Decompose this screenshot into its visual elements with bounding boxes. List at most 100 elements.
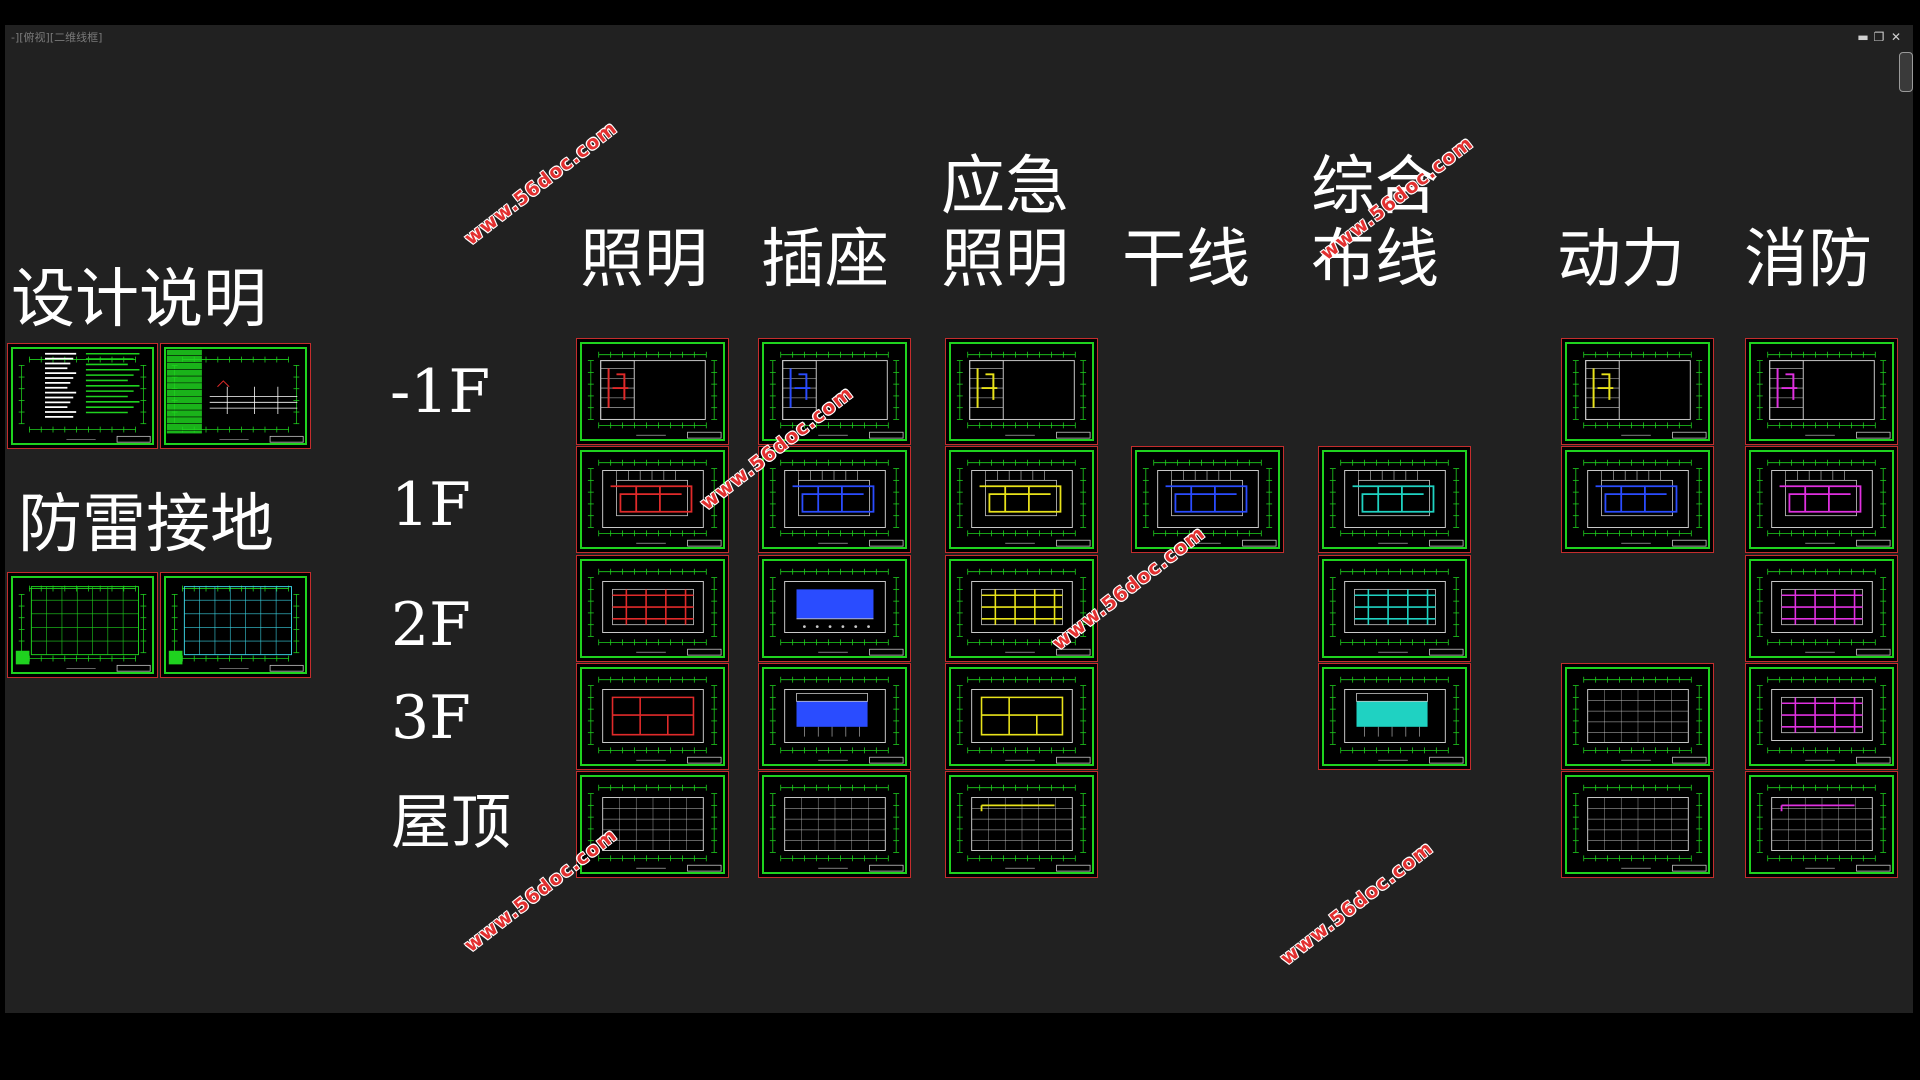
sheet-frame bbox=[1322, 667, 1467, 766]
floor-plan-drawing bbox=[15, 585, 151, 672]
watermark-text: www.56doc.com bbox=[1276, 836, 1438, 970]
floor-plan-drawing bbox=[587, 351, 722, 439]
sheet-lighting-f1[interactable] bbox=[576, 446, 729, 553]
sheet-lighting-f3[interactable] bbox=[576, 663, 729, 770]
floor-plan-drawing bbox=[956, 459, 1091, 547]
restore-button[interactable]: ❐ bbox=[1873, 30, 1885, 44]
col-header-socket: 插座 bbox=[761, 223, 889, 297]
sheet-emergency-f3[interactable] bbox=[945, 663, 1098, 770]
sheet-generic-f3[interactable] bbox=[1318, 663, 1471, 770]
sheet-frame bbox=[580, 342, 725, 441]
sheet-emergency-f2[interactable] bbox=[945, 555, 1098, 662]
col-header-fire: 消防 bbox=[1744, 223, 1872, 297]
sheet-frame bbox=[580, 775, 725, 874]
floor-plan-drawing bbox=[1572, 459, 1707, 547]
col-header-generic-line2: 布线 bbox=[1311, 223, 1439, 297]
navigation-bar-tab[interactable] bbox=[1899, 52, 1913, 92]
floor-plan-drawing bbox=[1756, 676, 1891, 764]
floor-plan-drawing bbox=[1572, 784, 1707, 872]
floor-plan-drawing bbox=[1756, 568, 1891, 656]
col-header-lighting: 照明 bbox=[580, 223, 708, 297]
floor-plan-drawing bbox=[769, 459, 904, 547]
sheet-frame bbox=[164, 347, 307, 445]
sheet-frame bbox=[949, 342, 1094, 441]
sheet-frame bbox=[164, 576, 307, 674]
drawing-viewport[interactable]: -][俯视][二维线框] ▬ ❐ ✕ 设计说明 防雷接地 照明 插座 应急 照明… bbox=[5, 25, 1913, 1013]
sheet-generic-f2[interactable] bbox=[1318, 555, 1471, 662]
floor-plan-drawing bbox=[769, 568, 904, 656]
floor-plan-drawing bbox=[587, 676, 722, 764]
sheet-lighting-f2[interactable] bbox=[576, 555, 729, 662]
floor-plan-drawing bbox=[956, 784, 1091, 872]
row-label-2f: 2F bbox=[391, 590, 471, 660]
sheet-frame bbox=[1565, 775, 1710, 874]
sheet-power-roof[interactable] bbox=[1561, 771, 1714, 878]
col-header-generic-line1: 综合 bbox=[1311, 150, 1439, 224]
sheet-design-notes-1[interactable] bbox=[7, 343, 158, 449]
sheet-frame bbox=[762, 775, 907, 874]
minimize-button[interactable]: ▬ bbox=[1857, 30, 1869, 44]
floor-plan-drawing bbox=[168, 585, 304, 672]
sheet-fire-roof[interactable] bbox=[1745, 771, 1898, 878]
floor-plan-drawing bbox=[1756, 784, 1891, 872]
sheet-frame bbox=[1565, 450, 1710, 549]
label-lightning-grounding: 防雷接地 bbox=[18, 488, 274, 562]
sheet-generic-f1[interactable] bbox=[1318, 446, 1471, 553]
col-header-emergency-line1: 应急 bbox=[941, 150, 1069, 224]
sheet-emergency-b1[interactable] bbox=[945, 338, 1098, 445]
sheet-fire-f3[interactable] bbox=[1745, 663, 1898, 770]
sheet-frame bbox=[1749, 450, 1894, 549]
floor-plan-drawing bbox=[1329, 568, 1464, 656]
row-label-roof: 屋顶 bbox=[391, 788, 511, 858]
sheet-fire-b1[interactable] bbox=[1745, 338, 1898, 445]
sheet-lightning-2[interactable] bbox=[160, 572, 311, 678]
sheet-power-f3[interactable] bbox=[1561, 663, 1714, 770]
sheet-frame bbox=[1135, 450, 1280, 549]
sheet-frame bbox=[762, 667, 907, 766]
sheet-power-f1[interactable] bbox=[1561, 446, 1714, 553]
floor-plan-drawing bbox=[1142, 459, 1277, 547]
floor-plan-drawing bbox=[587, 568, 722, 656]
sheet-design-notes-2[interactable] bbox=[160, 343, 311, 449]
sheet-frame bbox=[580, 667, 725, 766]
sheet-trunk-f1[interactable] bbox=[1131, 446, 1284, 553]
floor-plan-drawing bbox=[1756, 459, 1891, 547]
sheet-frame bbox=[949, 775, 1094, 874]
sheet-socket-roof[interactable] bbox=[758, 771, 911, 878]
row-label-b1: -1F bbox=[390, 357, 491, 427]
floor-plan-drawing bbox=[587, 784, 722, 872]
sheet-frame bbox=[11, 347, 154, 445]
floor-plan-drawing bbox=[956, 568, 1091, 656]
viewport-label[interactable]: -][俯视][二维线框] bbox=[11, 31, 103, 44]
sheet-emergency-roof[interactable] bbox=[945, 771, 1098, 878]
sheet-lightning-1[interactable] bbox=[7, 572, 158, 678]
sheet-socket-f3[interactable] bbox=[758, 663, 911, 770]
sheet-fire-f1[interactable] bbox=[1745, 446, 1898, 553]
floor-plan-drawing bbox=[1329, 459, 1464, 547]
sheet-socket-f2[interactable] bbox=[758, 555, 911, 662]
floor-plan-drawing bbox=[587, 459, 722, 547]
sheet-frame bbox=[1565, 342, 1710, 441]
sheet-frame bbox=[949, 667, 1094, 766]
floor-plan-drawing bbox=[1329, 676, 1464, 764]
sheet-frame bbox=[762, 450, 907, 549]
row-label-1f: 1F bbox=[391, 470, 471, 540]
sheet-socket-f1[interactable] bbox=[758, 446, 911, 553]
sheet-lighting-b1[interactable] bbox=[576, 338, 729, 445]
floor-plan-drawing bbox=[1572, 351, 1707, 439]
floor-plan-drawing bbox=[769, 676, 904, 764]
sheet-frame bbox=[1749, 559, 1894, 658]
col-header-emergency-line2: 照明 bbox=[941, 223, 1069, 297]
sheet-frame bbox=[580, 450, 725, 549]
sheet-lighting-roof[interactable] bbox=[576, 771, 729, 878]
sheet-emergency-f1[interactable] bbox=[945, 446, 1098, 553]
sheet-fire-f2[interactable] bbox=[1745, 555, 1898, 662]
sheet-socket-b1[interactable] bbox=[758, 338, 911, 445]
sheet-frame bbox=[1322, 559, 1467, 658]
sheet-power-b1[interactable] bbox=[1561, 338, 1714, 445]
floor-plan-drawing bbox=[18, 352, 151, 443]
floor-plan-drawing bbox=[769, 351, 904, 439]
close-button[interactable]: ✕ bbox=[1890, 30, 1902, 44]
sheet-frame bbox=[580, 559, 725, 658]
sheet-frame bbox=[1749, 342, 1894, 441]
